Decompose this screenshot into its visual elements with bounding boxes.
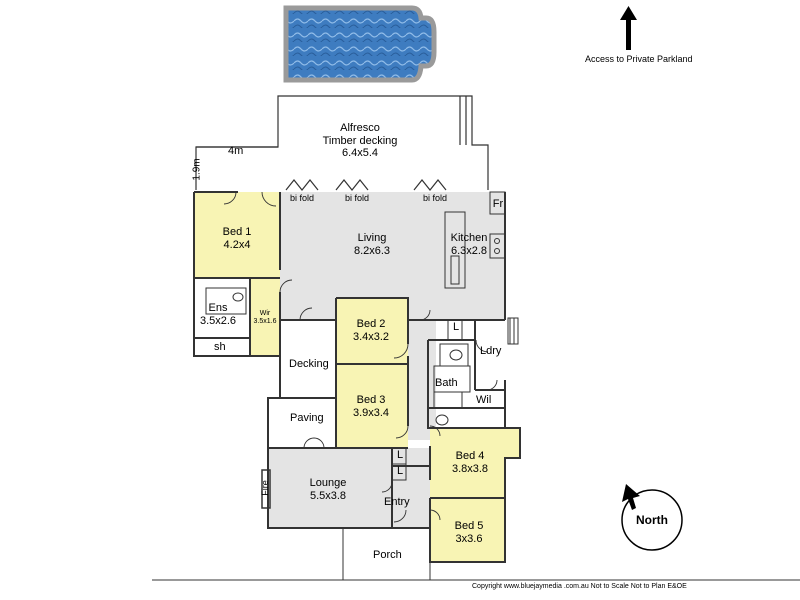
room-fills	[194, 192, 520, 562]
room-shower: sh	[214, 341, 226, 353]
room-paving: Paving	[290, 412, 324, 424]
room-fridge: Fr	[492, 198, 504, 210]
door-swings	[223, 191, 498, 523]
linen-cupboard-2: L	[396, 465, 404, 477]
dimension-4m: 4m	[228, 145, 244, 157]
room-porch: Porch	[373, 549, 402, 561]
dimension-1-9m: 1.9m	[191, 158, 203, 181]
room-decking: Decking	[289, 358, 329, 370]
compass	[621, 484, 683, 551]
footer-copyright: Copyright www.bluejaymedia .com.au Not t…	[472, 583, 687, 590]
linen-cupboard-3: L	[452, 321, 460, 333]
fire-label: Fire	[259, 480, 270, 496]
linen-cupboard-1: L	[396, 449, 404, 461]
room-ldry: Ldry	[480, 345, 502, 357]
alfresco-outline	[195, 95, 489, 190]
bifold-label-1: bi fold	[290, 193, 315, 203]
pool	[283, 5, 437, 83]
room-wil: Wil	[476, 394, 492, 406]
room-entry: Entry	[384, 496, 410, 508]
compass-north-label: North	[636, 513, 668, 527]
parkland-note: Access to Private Parkland	[585, 54, 693, 64]
room-bath: Bath	[435, 377, 458, 389]
bifold-doors	[285, 179, 447, 191]
north-arrow-icon	[620, 6, 637, 50]
bifold-label-2: bi fold	[345, 193, 370, 203]
bifold-label-3: bi fold	[423, 193, 448, 203]
